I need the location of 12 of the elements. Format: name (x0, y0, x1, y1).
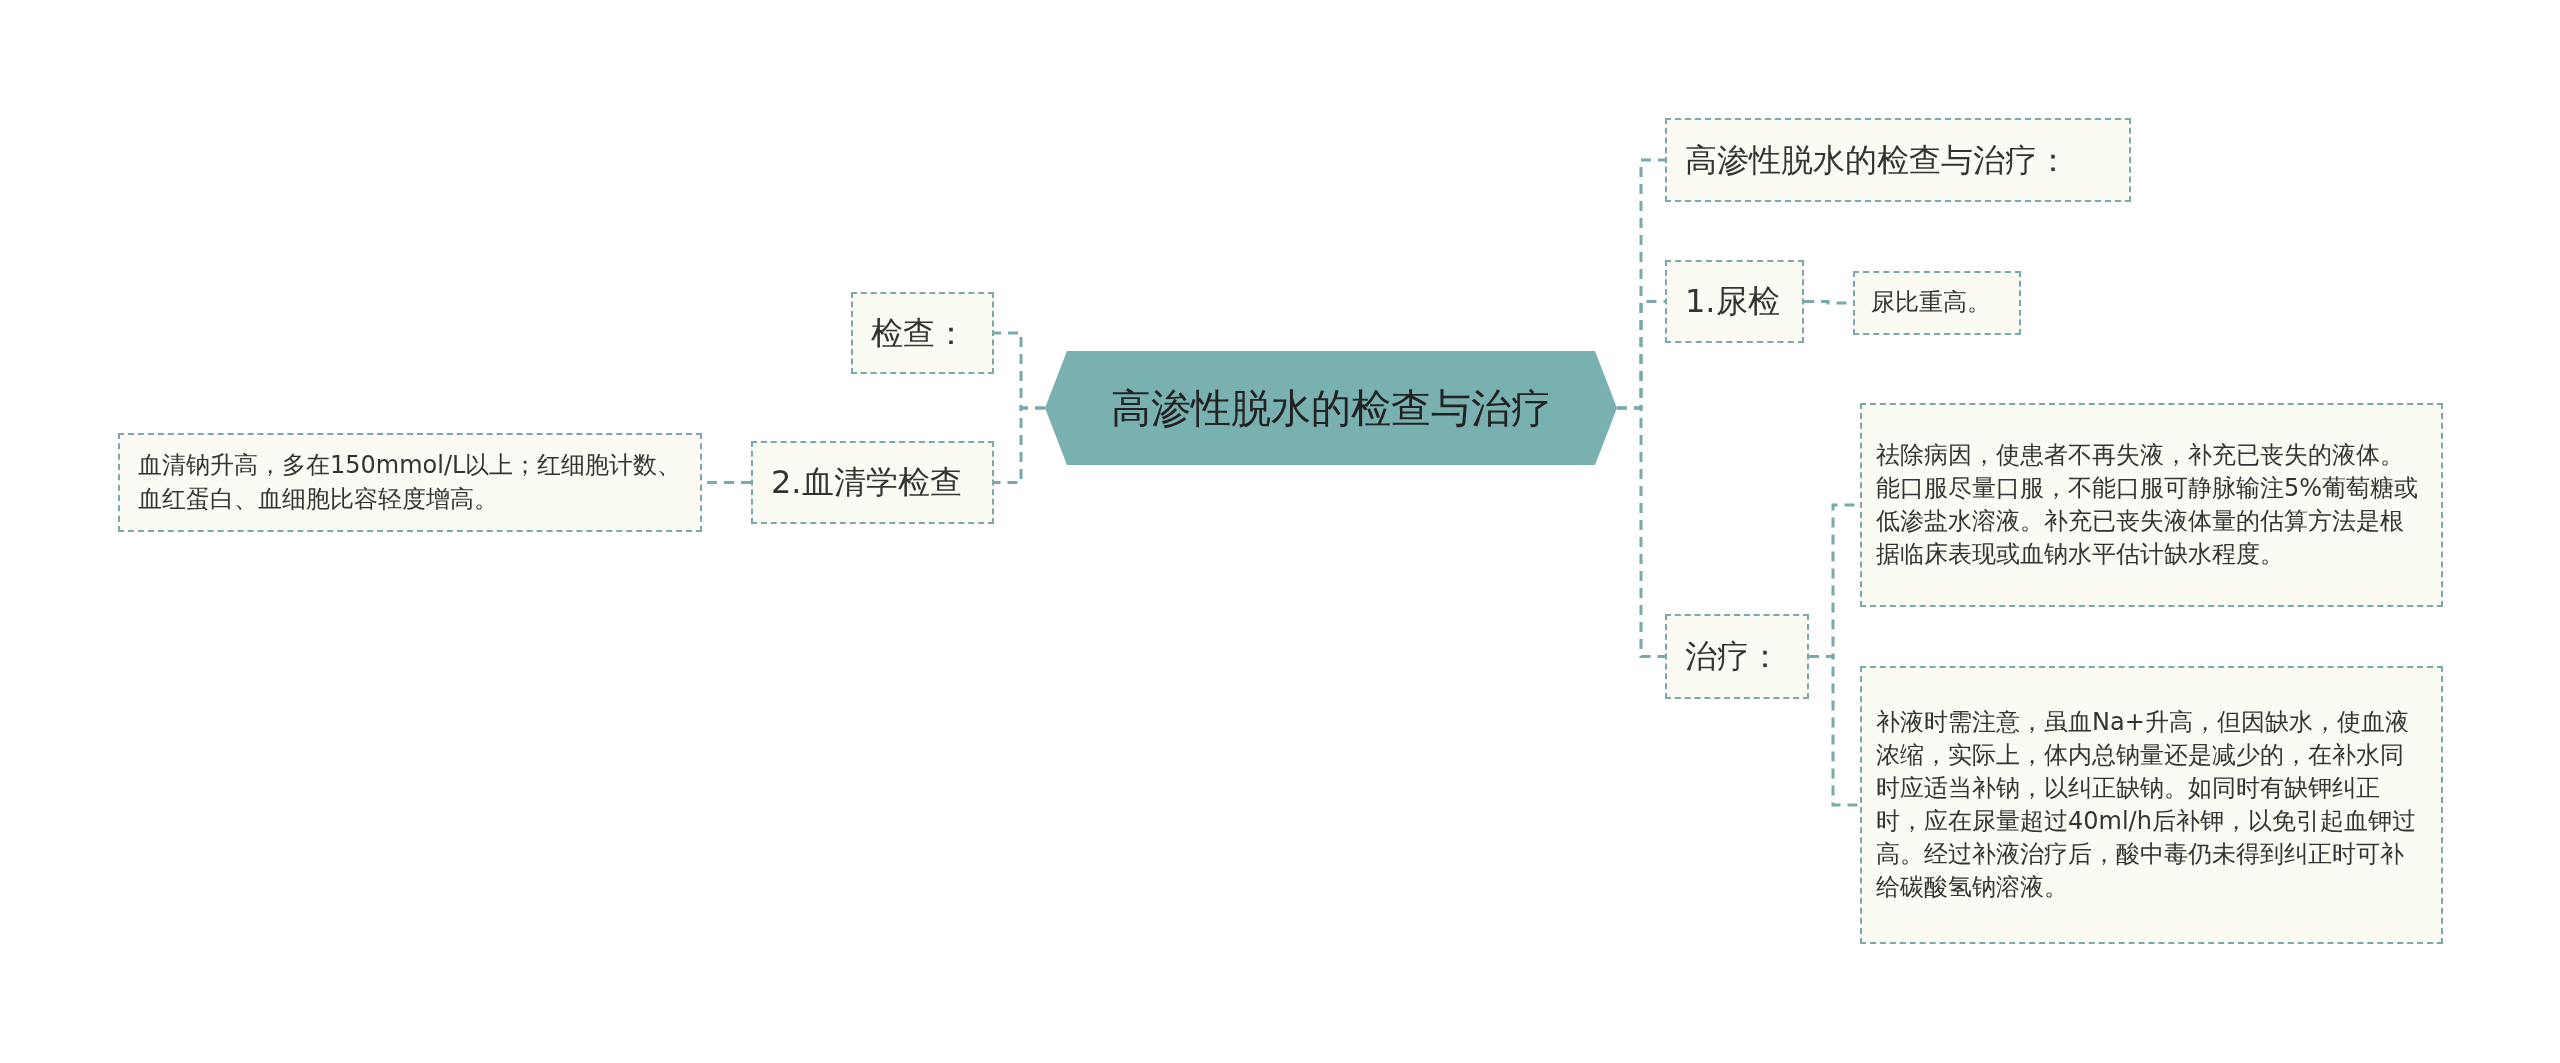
connector (1617, 406, 1665, 658)
topic-box: 2.血清学检查 (751, 441, 994, 524)
note-box: 尿比重高。 (1853, 271, 2021, 335)
topic-box: 检查： (851, 292, 994, 374)
connector (1809, 655, 1860, 807)
topic-box: 1.尿检 (1665, 260, 1804, 343)
topic-box: 治疗： (1665, 614, 1809, 699)
topic-box: 高渗性脱水的检查与治疗： (1665, 118, 2131, 202)
note-box: 祛除病因，使患者不再失液，补充已丧失的液体。能口服尽量口服，不能口服可静脉输注5%葡萄糖或低渗盐水溶液。补充已丧失液体量的估算方法是根据临床表现或血钠水平估计缺水程度。 (1860, 403, 2443, 607)
note-box: 血清钠升高，多在150mmol/L以上；红细胞计数、血红蛋白、血细胞比容轻度增高。 (118, 433, 702, 532)
note-box: 补液时需注意，虽血Na+升高，但因缺水，使血液浓缩，实际上，体内总钠量还是减少的，在补水同时应适当补钠，以纠正缺钠。如同时有缺钾纠正时，应在尿量超过40ml/h后补钾，以免引起血钾过高。经过补液治疗后，酸中毒仍未得到纠正时可补给碳酸氢钠溶液。 (1860, 666, 2443, 944)
connector (994, 406, 1045, 484)
